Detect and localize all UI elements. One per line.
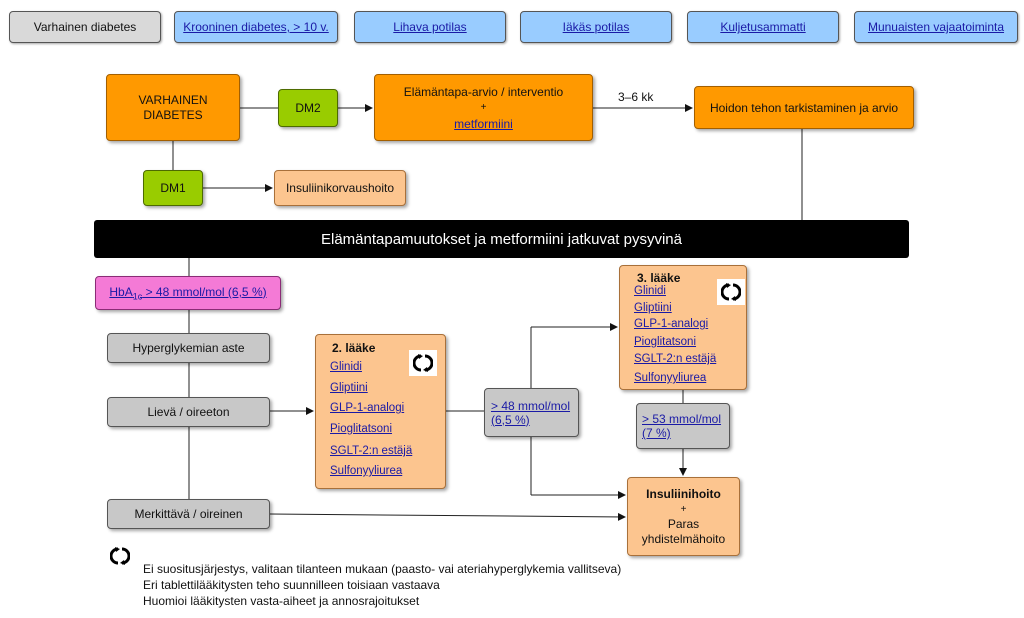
insulin-therapy-plus: + <box>680 503 687 515</box>
tab-kuljetusammatti[interactable]: Kuljetusammatti <box>687 11 839 43</box>
second-drug-glinidi[interactable]: Glinidi <box>330 361 362 373</box>
third-drug-glinidi[interactable]: Glinidi <box>634 285 666 297</box>
significant-label: Merkittävä / oireinen <box>134 507 243 521</box>
second-drug-pioglitatsoni[interactable]: Pioglitatsoni <box>330 423 393 435</box>
second-drug-sulfonyyliurea[interactable]: Sulfonyyliurea <box>330 465 403 477</box>
banner-text: Elämäntapamuutokset ja metformiini jatku… <box>321 230 682 248</box>
tab-lihava-potilas[interactable]: Lihava potilas <box>354 11 506 43</box>
continuation-banner: Elämäntapamuutokset ja metformiini jatku… <box>94 220 909 258</box>
lifestyle-plus: + <box>480 101 487 113</box>
insulin-replacement-label: Insuliinikorvaushoito <box>285 181 395 195</box>
evaluation-label: Hoidon tehon tarkistaminen ja arvio <box>709 100 899 115</box>
tab-munuaisten-vajaatoiminta[interactable]: Munuaisten vajaatoiminta <box>854 11 1018 43</box>
second-drug-title: 2. lääke <box>332 341 376 355</box>
third-drug-gliptiini[interactable]: Gliptiini <box>634 302 672 314</box>
legend-line-2: Eri tablettilääkitysten teho suunnilleen… <box>143 578 440 592</box>
hba1c-prefix: HbA <box>109 284 133 299</box>
dm1-label: DM1 <box>160 181 186 195</box>
dm2-box: DM2 <box>278 89 338 127</box>
legend-line-3: Huomioi lääkitysten vasta-aiheet ja anno… <box>143 594 420 608</box>
significant-box: Merkittävä / oireinen <box>107 499 270 529</box>
early-diabetes-label: VARHAINEN DIABETES <box>138 92 208 122</box>
evaluation-box: Hoidon tehon tarkistaminen ja arvio <box>694 86 914 129</box>
dm1-box: DM1 <box>143 170 203 206</box>
threshold-53-line2[interactable]: (7 %) <box>642 426 671 440</box>
insulin-therapy-title: Insuliinihoito <box>646 486 721 501</box>
third-drug-sglt2[interactable]: SGLT-2:n estäjä <box>634 353 717 365</box>
third-drug-pioglitatsoni[interactable]: Pioglitatsoni <box>634 336 697 348</box>
cycle-arrows-icon <box>717 279 745 305</box>
hba1c-subscript: 1c <box>132 291 143 302</box>
threshold-48-line1[interactable]: > 48 mmol/mol <box>491 398 571 413</box>
hba1c-box: HbA1c > 48 mmol/mol (6,5 %) <box>95 276 281 310</box>
dm2-label: DM2 <box>295 101 321 115</box>
third-drug-glp1[interactable]: GLP-1-analogi <box>634 318 709 330</box>
insulin-replacement-box: Insuliinikorvaushoito <box>274 170 406 206</box>
tab-krooninen-diabetes[interactable]: Krooninen diabetes, > 10 v. <box>174 11 338 43</box>
third-drug-box: 3. lääke Glinidi Gliptiini GLP-1-analogi… <box>619 265 747 390</box>
threshold-48-line2[interactable]: (6,5 %) <box>491 412 530 427</box>
hyperglycemia-degree-box: Hyperglykemian aste <box>107 333 270 363</box>
tab-varhainen-diabetes[interactable]: Varhainen diabetes <box>9 11 161 43</box>
lifestyle-box: Elämäntapa-arvio / interventio + metform… <box>374 74 593 141</box>
second-drug-box: 2. lääke Glinidi Gliptiini GLP-1-analogi… <box>315 334 446 489</box>
hyperglycemia-degree-label: Hyperglykemian aste <box>132 341 245 355</box>
insulin-therapy-box: Insuliinihoito + Paras yhdistelmähoito <box>627 477 740 556</box>
threshold-53-line1[interactable]: > 53 mmol/mol <box>642 412 722 426</box>
threshold-53-box: > 53 mmol/mol (7 %) <box>636 403 730 449</box>
interval-label: 3–6 kk <box>618 90 654 104</box>
lifestyle-title: Elämäntapa-arvio / interventio <box>403 84 564 99</box>
cycle-arrows-icon <box>409 350 437 376</box>
insulin-therapy-line2: yhdistelmähoito <box>641 531 726 546</box>
tab-iakas-potilas[interactable]: Iäkäs potilas <box>520 11 672 43</box>
threshold-48-box: > 48 mmol/mol (6,5 %) <box>484 388 579 437</box>
third-drug-title: 3. lääke <box>637 271 681 285</box>
insulin-therapy-line1: Paras <box>667 516 700 531</box>
mild-box: Lievä / oireeton <box>107 397 270 427</box>
hba1c-value: > 48 mmol/mol (6,5 %) <box>142 284 267 299</box>
third-drug-sulfonyyliurea[interactable]: Sulfonyyliurea <box>634 372 707 384</box>
second-drug-gliptiini[interactable]: Gliptiini <box>330 382 368 394</box>
mild-label: Lievä / oireeton <box>147 405 230 419</box>
second-drug-glp1[interactable]: GLP-1-analogi <box>330 402 405 414</box>
legend-cycle-arrows-icon <box>106 543 134 569</box>
metformin-link[interactable]: metformiini <box>454 116 513 131</box>
early-diabetes-box: VARHAINEN DIABETES <box>106 74 240 141</box>
second-drug-sglt2[interactable]: SGLT-2:n estäjä <box>330 445 413 457</box>
legend-line-1: Ei suositusjärjestys, valitaan tilanteen… <box>143 562 622 576</box>
hba1c-link[interactable]: HbA1c > 48 mmol/mol (6,5 %) <box>109 285 266 301</box>
